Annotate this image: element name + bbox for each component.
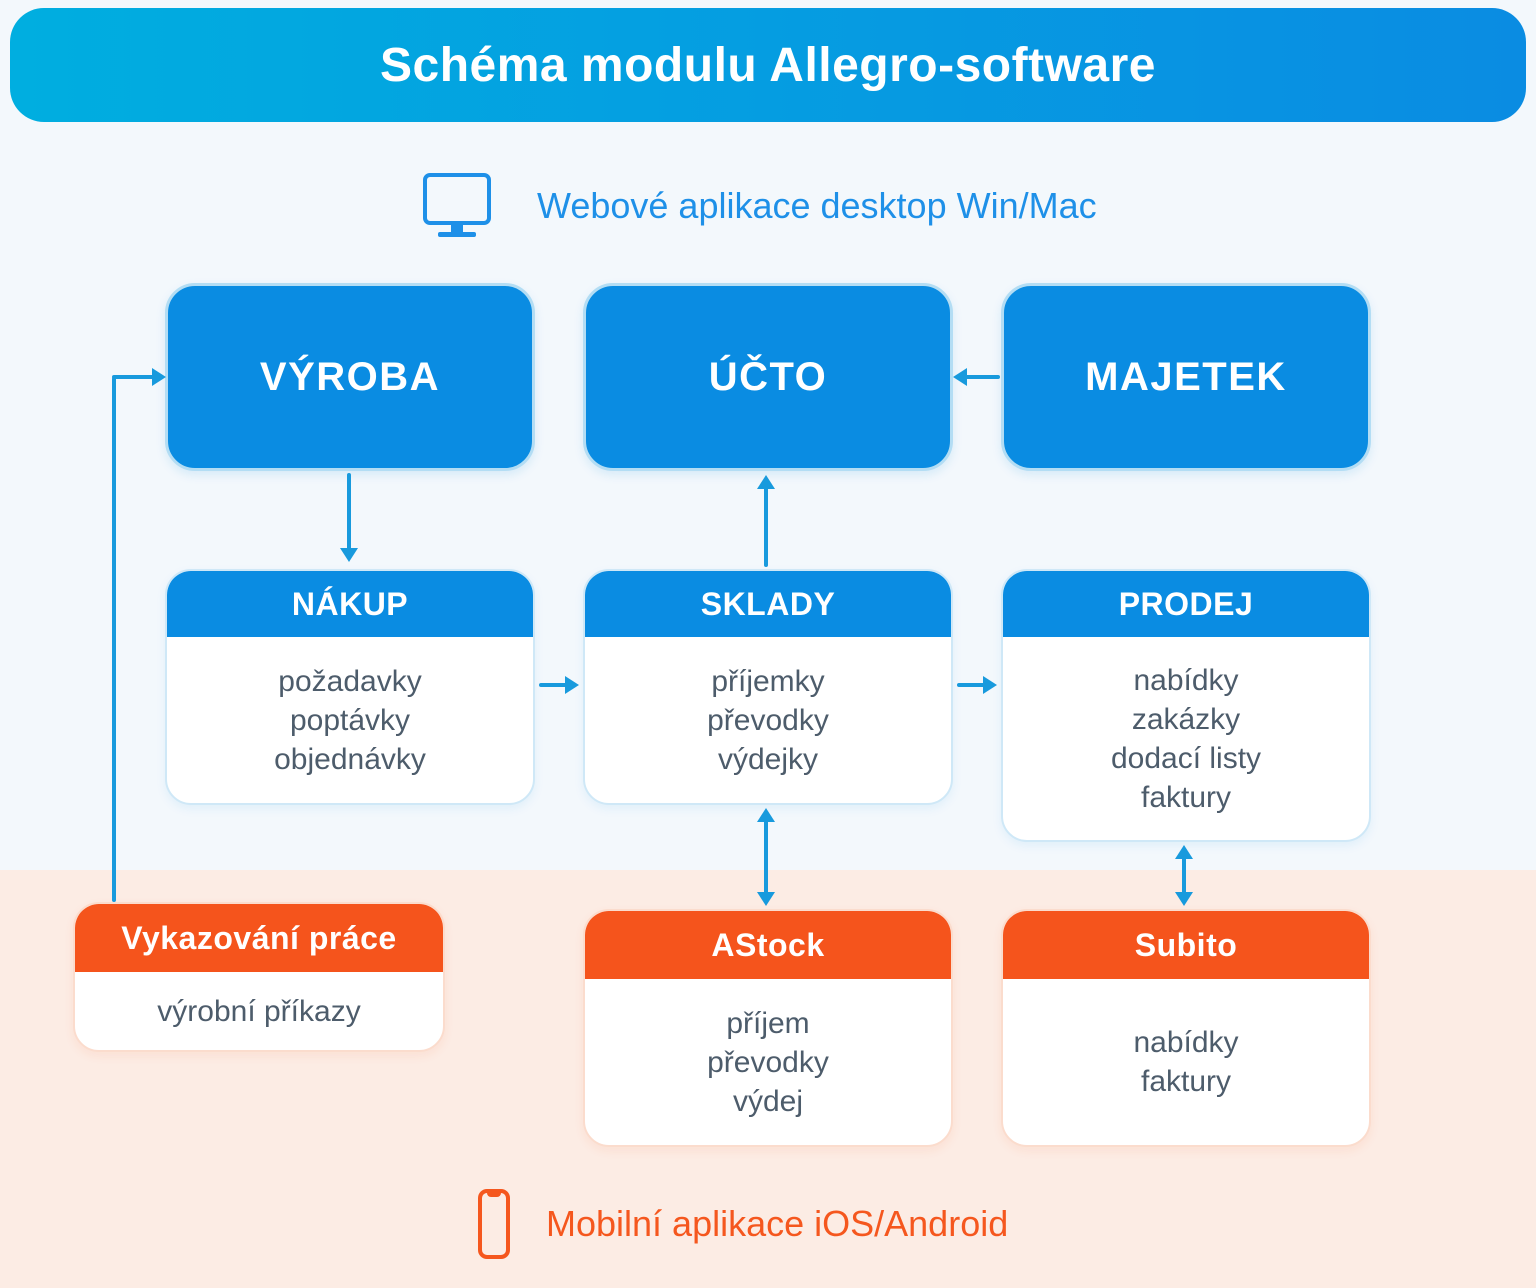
card-subito-body: nabídky faktury [1003,979,1369,1145]
card-nakup-body: požadavky poptávky objednávky [167,637,533,803]
card-sklady: SKLADY příjemky převodky výdejky [583,569,953,805]
module-vyroba: VÝROBA [165,283,535,471]
card-sklady-header: SKLADY [585,571,951,637]
monitor-icon [423,173,491,239]
card-astock-body: příjem převodky výdej [585,979,951,1145]
card-nakup-item: poptávky [289,703,411,737]
card-nakup-header: NÁKUP [167,571,533,637]
card-prodej-item: faktury [1140,780,1232,814]
module-ucto-label: ÚČTO [708,354,828,399]
card-nakup-item: objednávky [274,742,426,776]
card-prodej-body: nabídky zakázky dodací listy faktury [1003,637,1369,840]
card-prodej-item: nabídky [1133,663,1239,697]
card-subito: Subito nabídky faktury [1001,909,1371,1147]
card-prodej-title: PRODEJ [1118,585,1254,622]
mobile-legend: Mobilní aplikace iOS/Android [478,1188,1008,1260]
card-nakup-item: požadavky [278,664,422,698]
card-subito-title: Subito [1134,926,1238,963]
card-sklady-item: výdejky [717,742,819,776]
card-prodej-header: PRODEJ [1003,571,1369,637]
card-vykazovani-item: výrobní příkazy [157,994,361,1028]
card-sklady-body: příjemky převodky výdejky [585,637,951,803]
desktop-legend: Webové aplikace desktop Win/Mac [423,170,1097,242]
card-vykazovani-header: Vykazování práce [75,904,443,972]
card-astock: AStock příjem převodky výdej [583,909,953,1147]
card-vykazovani-prace: Vykazování práce výrobní příkazy [73,902,445,1052]
smartphone-icon [478,1189,510,1259]
title-bar: Schéma modulu Allegro-software [10,8,1526,122]
card-sklady-item: převodky [707,703,829,737]
card-astock-item: příjem [726,1006,810,1040]
card-nakup-title: NÁKUP [291,585,409,622]
card-prodej: PRODEJ nabídky zakázky dodací listy fakt… [1001,569,1371,842]
card-subito-header: Subito [1003,911,1369,979]
module-majetek: MAJETEK [1001,283,1371,471]
card-prodej-item: zakázky [1131,702,1241,736]
card-sklady-item: příjemky [711,664,825,698]
card-prodej-item: dodací listy [1110,741,1262,775]
mobile-legend-label: Mobilní aplikace iOS/Android [546,1203,1009,1244]
card-subito-item: nabídky [1133,1026,1239,1059]
card-astock-header: AStock [585,911,951,979]
card-vykazovani-body: výrobní příkazy [75,972,443,1050]
card-vykazovani-title: Vykazování práce [121,919,397,956]
card-astock-title: AStock [711,926,825,963]
card-astock-item: převodky [707,1045,829,1079]
desktop-legend-label: Webové aplikace desktop Win/Mac [537,185,1097,226]
card-nakup: NÁKUP požadavky poptávky objednávky [165,569,535,805]
card-subito-item: faktury [1140,1065,1232,1098]
card-sklady-title: SKLADY [700,585,836,622]
module-vyroba-label: VÝROBA [259,354,441,399]
page-title: Schéma modulu Allegro-software [379,38,1156,92]
module-majetek-label: MAJETEK [1085,354,1287,399]
module-ucto: ÚČTO [583,283,953,471]
card-astock-item: výdej [732,1084,804,1118]
